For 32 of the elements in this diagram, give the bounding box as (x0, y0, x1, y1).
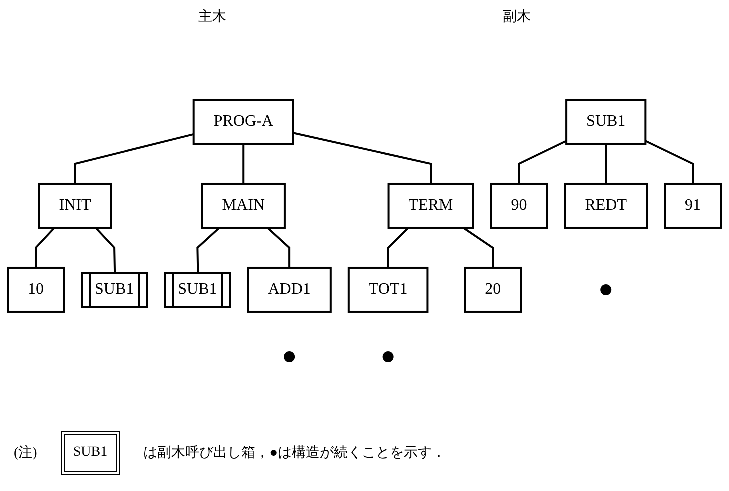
node-box: ADD1 (247, 266, 332, 312)
connector (387, 226, 410, 268)
tree-heading: 主木 (198, 8, 226, 27)
node-box: MAIN (201, 182, 286, 228)
connector (462, 226, 494, 268)
connector (518, 140, 567, 184)
note-marker: (注) (14, 444, 38, 462)
subtree-call-box: SUB1 (61, 431, 120, 475)
connector (35, 226, 56, 268)
node-box: TERM (388, 182, 474, 228)
node-box: INIT (38, 182, 112, 228)
node-box: 20 (464, 266, 522, 312)
node-box: 10 (7, 266, 65, 312)
node-box: 91 (664, 182, 722, 228)
connector (196, 226, 220, 274)
connector (605, 144, 608, 184)
node-box: REDT (564, 182, 648, 228)
tree-heading: 副木 (502, 8, 531, 27)
connector (267, 226, 291, 268)
connector (95, 226, 116, 273)
connector (242, 144, 245, 184)
note-text: は副木呼び出し箱，●は構造が続くことを示す． (144, 444, 446, 462)
node-circle (284, 350, 296, 362)
node-box: PROG-A (192, 98, 294, 144)
connector (293, 132, 432, 184)
connector (645, 140, 694, 184)
node-box: TOT1 (348, 266, 429, 312)
node-circle (600, 284, 612, 295)
node-box: SUB1 (566, 98, 647, 144)
node-box: 90 (490, 182, 548, 228)
node-circle (382, 350, 394, 362)
connector (74, 132, 194, 184)
